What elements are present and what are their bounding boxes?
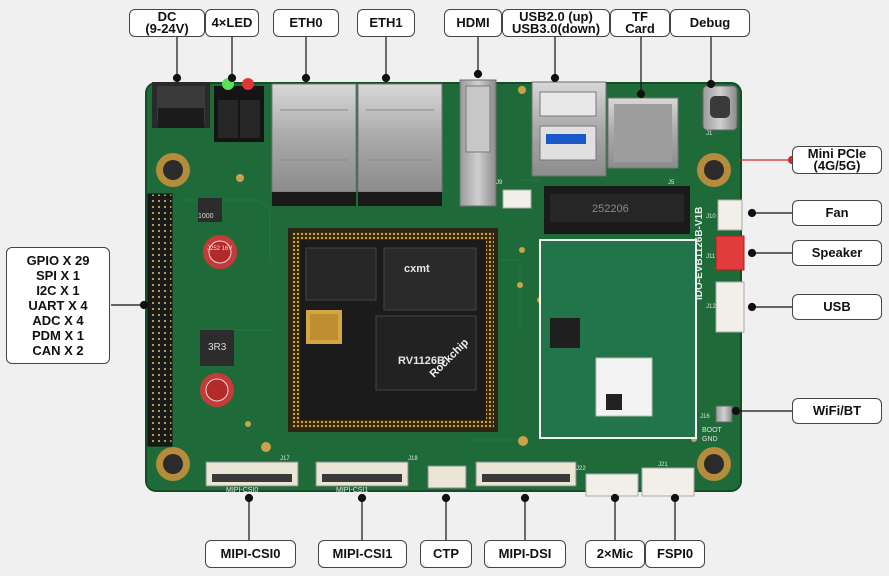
label-eth0: ETH0 xyxy=(273,9,339,37)
label-ctp: CTP xyxy=(420,540,472,568)
wifi-module xyxy=(595,357,653,417)
label-mini-pcie-line2: (4G/5G) xyxy=(813,158,861,173)
label-dc: DC (9-24V) xyxy=(129,9,205,37)
silk-j5: J5 xyxy=(668,180,675,186)
label-fspi: FSPI0 xyxy=(645,540,705,568)
silk-gnd: GND xyxy=(702,436,718,443)
label-debug-text: Debug xyxy=(689,15,731,30)
io-item: PDM X 1 xyxy=(31,328,84,343)
inductor xyxy=(200,330,234,366)
label-eth1: ETH1 xyxy=(357,9,415,37)
silk-j12: J12 xyxy=(706,304,716,310)
silk-csi1: MIPI-CSI1 xyxy=(336,487,368,494)
label-csi0-text: MIPI-CSI0 xyxy=(220,546,281,561)
label-tf: TF Card xyxy=(610,9,670,37)
silk-j10: J10 xyxy=(706,214,716,220)
label-dsi: MIPI-DSI xyxy=(484,540,566,568)
label-mic: 2×Mic xyxy=(585,540,645,568)
label-io: GPIO X 29 SPI X 1 I2C X 1 UART X 4 ADC X… xyxy=(6,247,110,364)
label-dc-line2: (9-24V) xyxy=(145,21,189,36)
usb-header xyxy=(715,281,745,333)
io-item: I2C X 1 xyxy=(36,283,80,298)
fan-connector xyxy=(717,199,743,231)
label-usb-right-text: USB xyxy=(823,299,851,314)
silk-j16: J16 xyxy=(700,414,710,420)
label-fspi-text: FSPI0 xyxy=(656,546,694,561)
wifi-antenna-connector xyxy=(715,405,733,423)
silk-j11: J11 xyxy=(706,254,716,260)
label-eth1-text: ETH1 xyxy=(369,15,403,30)
io-item: GPIO X 29 xyxy=(26,253,90,268)
io-item: CAN X 2 xyxy=(32,343,84,358)
silk-j21: J21 xyxy=(658,462,668,468)
label-usb-right: USB xyxy=(792,294,882,320)
label-mini-pcie-line1: Mini PCIe xyxy=(807,146,867,161)
label-eth0-text: ETH0 xyxy=(289,15,323,30)
silk-cap2: 1000 xyxy=(198,213,214,220)
io-item: ADC X 4 xyxy=(32,313,84,328)
label-csi1: MIPI-CSI1 xyxy=(318,540,407,568)
label-usb-line1: USB2.0 (up) xyxy=(519,9,593,24)
silk-cap1: J252 16V xyxy=(207,246,232,252)
mounting-hole xyxy=(156,153,731,481)
label-speaker-text: Speaker xyxy=(811,245,863,260)
flash-text: cxmt xyxy=(404,263,430,275)
label-usb-line2: USB3.0(down) xyxy=(511,21,601,36)
eth0-port xyxy=(271,83,357,193)
fspi-connector xyxy=(641,467,695,497)
label-dc-line1: DC xyxy=(157,9,177,24)
label-hdmi-text: HDMI xyxy=(456,15,490,30)
silk-csi0: MIPI-CSI0 xyxy=(226,487,258,494)
label-wifi: WiFi/BT xyxy=(792,398,882,424)
silk-j1: J1 xyxy=(706,131,713,137)
label-tf-line2: Card xyxy=(625,21,655,36)
label-hdmi: HDMI xyxy=(444,9,502,37)
ctp-connector xyxy=(427,465,467,489)
label-ctp-text: CTP xyxy=(433,546,459,561)
label-csi1-text: MIPI-CSI1 xyxy=(332,546,393,561)
silk-boot: BOOT xyxy=(702,427,723,434)
silk-j18: J18 xyxy=(408,456,418,462)
silk-inductor: 3R3 xyxy=(208,342,227,353)
silk-j17: J17 xyxy=(280,456,290,462)
label-speaker: Speaker xyxy=(792,240,882,266)
pcie-slot-text: 252206 xyxy=(592,203,629,215)
soc-text: RV1126B xyxy=(398,355,445,367)
label-csi0: MIPI-CSI0 xyxy=(205,540,296,568)
silk-j22: J22 xyxy=(576,466,586,472)
label-dsi-text: MIPI-DSI xyxy=(498,546,552,561)
gpio-header xyxy=(147,193,173,447)
label-wifi-text: WiFi/BT xyxy=(812,403,862,418)
label-tf-line1: TF xyxy=(632,9,648,24)
label-usb: USB2.0 (up) USB3.0(down) xyxy=(502,9,610,37)
label-fan-text: Fan xyxy=(825,205,849,220)
label-led: 4×LED xyxy=(205,9,259,37)
label-mic-text: 2×Mic xyxy=(596,546,634,561)
io-item: UART X 4 xyxy=(28,298,88,313)
board-model-text: IDO-EVB1126B-V1B xyxy=(694,207,705,300)
label-fan: Fan xyxy=(792,200,882,226)
speaker-connector xyxy=(715,235,745,271)
silk-j9: J9 xyxy=(496,180,503,186)
label-debug: Debug xyxy=(670,9,750,37)
label-led-text: 4×LED xyxy=(211,15,253,30)
label-mini-pcie: Mini PCIe (4G/5G) xyxy=(792,146,882,174)
io-item: SPI X 1 xyxy=(35,268,81,283)
